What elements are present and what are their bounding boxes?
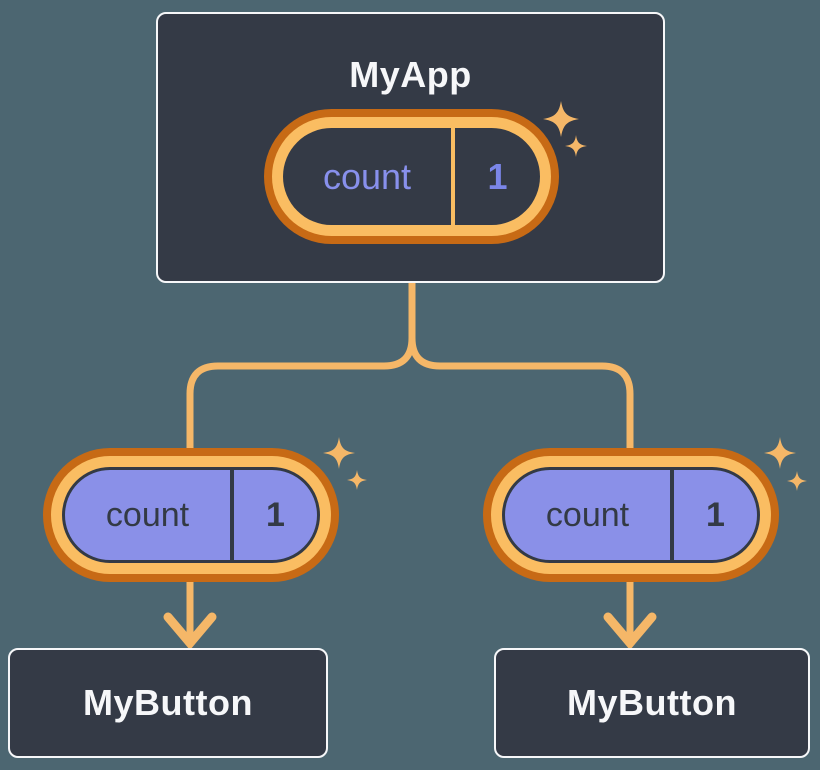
- prop-pill-divider: [670, 470, 674, 560]
- state-value-label: 1: [487, 155, 508, 197]
- prop-value-label: 1: [706, 495, 725, 534]
- prop-pill-right: count 1: [483, 448, 779, 582]
- prop-name-cell: count: [65, 470, 230, 560]
- state-name-cell: count: [283, 128, 451, 225]
- sparkle-icon: [347, 470, 367, 490]
- prop-value-cell: 1: [234, 470, 317, 560]
- state-pill-core: count 1: [283, 128, 540, 225]
- prop-value-label: 1: [266, 495, 285, 534]
- prop-pill-inner-ring: count 1: [491, 456, 771, 574]
- sparkle-icon: [787, 471, 807, 491]
- component-box-mybutton-right: MyButton: [494, 648, 810, 758]
- tree-branch-right-line: [408, 334, 634, 454]
- prop-pill-core: count 1: [62, 467, 320, 563]
- arrow-left-head-icon: [163, 612, 217, 650]
- state-value-cell: 1: [455, 128, 540, 225]
- sparkle-icon: [764, 437, 796, 469]
- sparkle-icon: [323, 437, 355, 469]
- component-title-mybutton-right: MyButton: [567, 682, 737, 723]
- component-box-mybutton-left: MyButton: [8, 648, 328, 758]
- state-pill-myapp: count 1: [264, 109, 559, 244]
- prop-name-label: count: [545, 495, 630, 534]
- component-box-myapp: MyApp count 1: [156, 12, 665, 283]
- prop-pill-left: count 1: [43, 448, 339, 582]
- tree-branch-left-line: [186, 334, 416, 454]
- prop-pill-inner-ring: count 1: [51, 456, 331, 574]
- prop-name-cell: count: [505, 470, 670, 560]
- arrow-right-head-icon: [603, 612, 657, 650]
- prop-name-label: count: [105, 495, 190, 534]
- component-title-myapp: MyApp: [349, 54, 472, 95]
- state-pill-divider: [451, 128, 455, 225]
- state-name-label: count: [322, 155, 412, 197]
- prop-value-cell: 1: [674, 470, 757, 560]
- prop-pill-divider: [230, 470, 234, 560]
- component-title-mybutton-left: MyButton: [83, 682, 253, 723]
- state-pill-inner-ring: count 1: [272, 117, 551, 236]
- prop-pill-core: count 1: [502, 467, 760, 563]
